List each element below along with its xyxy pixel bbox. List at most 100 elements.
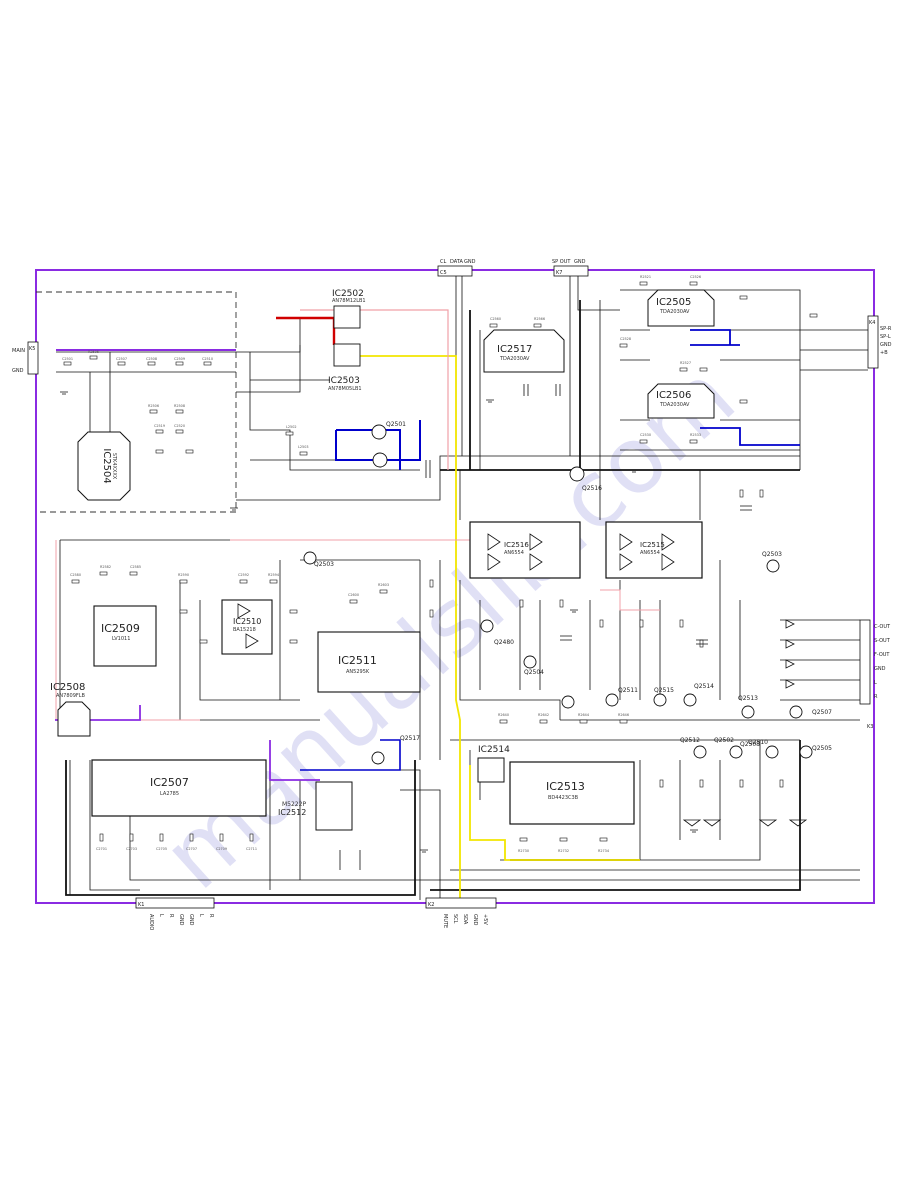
svg-text:C2580: C2580 — [70, 573, 81, 577]
ic2515-name: IC2515 — [640, 541, 665, 549]
svg-text:R2603: R2603 — [378, 583, 389, 587]
ic2503: IC2503 AN78M05LB1 — [328, 343, 362, 392]
svg-text:C2510: C2510 — [202, 357, 213, 361]
svg-text:R2582: R2582 — [100, 565, 111, 569]
ic2508-name: IC2508 — [50, 682, 85, 693]
connector-c5-pin2: DATA — [450, 259, 463, 265]
ic2515-part: AN6554 — [640, 550, 660, 556]
blue-wire-2 — [690, 329, 740, 346]
connector-k2-pin1: MUTE — [442, 914, 448, 928]
connector-k3-pin6: R — [874, 694, 878, 700]
ic2502: IC2502 AN78M12LB1 — [332, 289, 366, 329]
transistor-q2516 — [569, 466, 585, 482]
ic2516-name: IC2516 — [504, 541, 529, 549]
connector-k2-pin2: SCL — [452, 914, 458, 924]
label-q2505: Q2505 — [812, 745, 832, 752]
connector-k1-pin2: L — [158, 914, 164, 917]
ic2511-part: AN5295K — [346, 669, 370, 675]
ic2514: IC2514 — [477, 745, 510, 783]
connector-k1-pin4: GND — [178, 914, 184, 926]
transistor-q2507 — [789, 705, 803, 719]
svg-text:C2600: C2600 — [348, 593, 359, 597]
ic2514-name: IC2514 — [478, 745, 510, 755]
connector-k1-pin5: GND — [188, 914, 194, 926]
svg-text:R2521: R2521 — [640, 275, 651, 279]
transistor-q2503 — [303, 551, 317, 565]
svg-text:R2566: R2566 — [534, 317, 545, 321]
label-q2504: Q2504 — [524, 669, 544, 676]
ic2510: IC2510 BA15218 — [221, 599, 273, 655]
label-q2511: Q2511 — [618, 687, 638, 694]
svg-text:C2585: C2585 — [130, 565, 141, 569]
ic2505: IC2505 TDA2030AV — [647, 289, 715, 327]
ic2508-part: AN7809FLB — [56, 693, 86, 699]
svg-text:C2526: C2526 — [690, 275, 701, 279]
svg-text:L2503: L2503 — [298, 445, 309, 449]
ic2503-part: AN78M05LB1 — [328, 386, 362, 392]
connector-k7: K7 SP OUT GND — [552, 259, 589, 277]
ic2513-name: IC2513 — [546, 780, 585, 793]
connector-k1-pin3: R — [168, 914, 174, 918]
transistor-labels: Q2501 Q2503 Q2516 Q2503 Q2480 Q2504 Q251… — [314, 421, 832, 752]
svg-text:R2646: R2646 — [618, 713, 629, 717]
svg-text:R2730: R2730 — [518, 849, 529, 853]
ground-symbols — [60, 391, 698, 853]
connector-c5: C5 CL DATA GND — [437, 259, 476, 277]
svg-text:R2590: R2590 — [178, 573, 189, 577]
ic2516-part: AN6554 — [504, 550, 524, 556]
label-q2517: Q2517 — [400, 735, 420, 742]
ic2509: IC2509 LV1011 — [93, 605, 157, 667]
ic2505-name: IC2505 — [656, 297, 691, 308]
connector-k3-name: K3 — [867, 724, 873, 730]
ic2510-part: BA15218 — [233, 627, 256, 633]
connector-k3-pin2: S-OUT — [874, 638, 891, 644]
svg-text:C2560: C2560 — [490, 317, 501, 321]
connector-k4-pin3: GND — [880, 342, 892, 348]
svg-text:C2703: C2703 — [126, 847, 137, 851]
svg-text:R2594: R2594 — [268, 573, 279, 577]
svg-text:C2501: C2501 — [62, 357, 73, 361]
connector-k4-name: K4 — [869, 320, 875, 326]
ic2512-name: IC2512 — [278, 808, 306, 817]
connector-k7-pin1: SP OUT — [552, 259, 571, 265]
ic2508: IC2508 AN7809FLB — [50, 682, 91, 737]
transistor-symbols — [303, 424, 813, 765]
svg-text:C2519: C2519 — [154, 424, 165, 428]
label-q2503: Q2503 — [314, 561, 334, 568]
pink-wire-3 — [600, 589, 660, 611]
label-q2510: Q2510 — [748, 739, 768, 746]
pink-wire — [300, 309, 449, 470]
svg-text:C2705: C2705 — [156, 847, 167, 851]
connector-k1-pin1: AUDIO — [148, 914, 154, 930]
label-q2508: Q2508 — [740, 741, 760, 748]
transistor-q2518 — [561, 695, 575, 709]
transistor-q2513 — [741, 705, 755, 719]
svg-text:C2509: C2509 — [174, 357, 185, 361]
transistor-q2504 — [523, 655, 537, 669]
connector-k2: K2 MUTE SCL SDA GND +5V — [425, 897, 497, 928]
transistor-q2515 — [653, 693, 667, 707]
connector-k7-pin2: GND — [574, 259, 586, 265]
ic2513-part: BD4423C3B — [548, 795, 579, 801]
connector-k5: K5 MAIN GND — [12, 341, 39, 375]
connector-k4-pin1: SP-R — [880, 326, 892, 332]
connector-k2-pin4: GND — [472, 914, 478, 926]
svg-text:C2711: C2711 — [246, 847, 257, 851]
svg-text:R2506: R2506 — [148, 404, 159, 408]
svg-text:C2520: C2520 — [174, 424, 185, 428]
svg-text:C2528: C2528 — [620, 337, 631, 341]
label-q2516: Q2516 — [582, 485, 602, 492]
yellow-wire-2 — [469, 765, 640, 861]
connector-k5-pin1: MAIN — [12, 348, 25, 354]
passive-components — [63, 281, 818, 842]
transistor-q2514 — [683, 693, 697, 707]
connector-k1-pin7: R — [208, 914, 214, 918]
transistor-q2503b — [766, 559, 780, 573]
ic2505-part: TDA2030AV — [659, 309, 690, 315]
connector-k2-pin3: SDA — [462, 914, 468, 925]
connector-k2-name: K2 — [428, 902, 434, 908]
dashed-subarea — [36, 291, 237, 513]
transistor-q2480 — [480, 619, 494, 633]
transistor-q2508 — [765, 745, 779, 759]
